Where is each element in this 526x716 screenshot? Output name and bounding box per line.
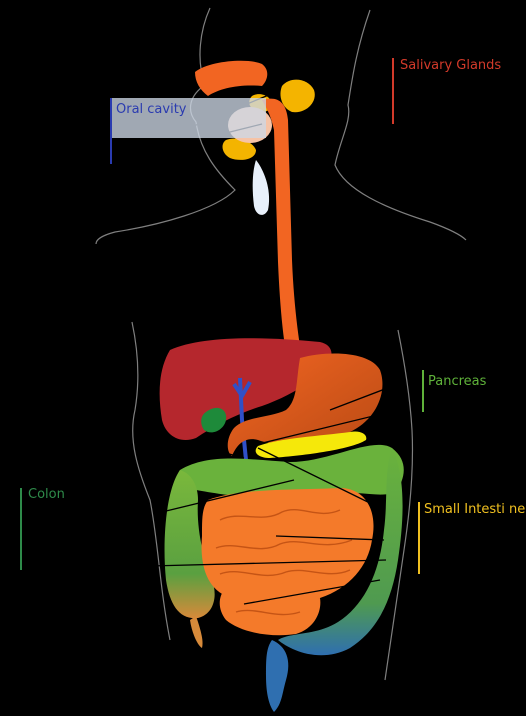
salivary-glands-bar [392, 58, 394, 124]
oral-cavity-label: Oral cavity [116, 102, 187, 118]
colon-bar [20, 488, 22, 570]
small-intestine-label: Small Intesti ne [424, 502, 525, 518]
colon-label: Colon [28, 487, 65, 503]
small-intestine-bar [418, 502, 420, 574]
pancreas-label: Pancreas [428, 374, 486, 390]
pancreas-bar [422, 370, 424, 412]
oral-cavity-bar [110, 98, 112, 164]
salivary-glands-label: Salivary Glands [400, 58, 501, 74]
appendix [190, 616, 203, 648]
rectum [266, 640, 288, 712]
esophagus [262, 99, 304, 372]
